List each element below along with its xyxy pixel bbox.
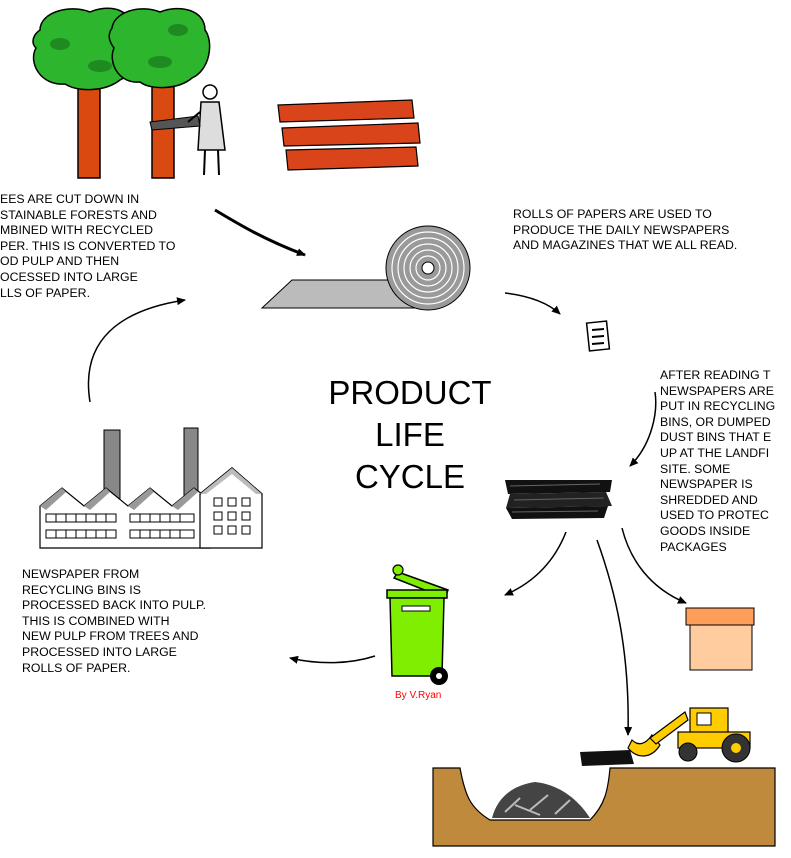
arrow-roll-to-newspaper <box>504 292 561 315</box>
caption-line: AND MAGAZINES THAT WE ALL READ. <box>513 238 738 253</box>
caption-line: NEWSPAPER IS <box>660 477 753 492</box>
caption-line: UP AT THE LANDFI <box>660 445 770 460</box>
caption-line: LLS OF PAPER. <box>0 285 90 300</box>
caption-line: PUT IN RECYCLING <box>660 399 776 414</box>
tree-icon <box>32 7 211 179</box>
caption-line: PROCESSED INTO LARGE <box>22 644 177 659</box>
caption-reading: AFTER READING T NEWSPAPERS ARE PUT IN RE… <box>660 368 775 555</box>
factory-icon <box>39 427 263 549</box>
caption-line: NEWSPAPER FROM <box>22 567 140 581</box>
bulldozer-icon <box>580 707 751 766</box>
caption-line: SITE. SOME <box>660 461 731 476</box>
caption-line: ROLLS OF PAPER. <box>22 660 131 675</box>
shredded-paper-icon <box>505 480 612 519</box>
caption-line: NEWSPAPERS ARE <box>660 383 774 398</box>
arrow-newspaper-to-shredded <box>629 391 657 467</box>
caption-line: SHREDDED AND <box>660 492 758 507</box>
caption-line: AFTER READING T <box>660 368 771 382</box>
title-line: CYCLE <box>354 458 466 495</box>
arrow-trees-to-roll <box>214 208 306 257</box>
author-credit: By V.Ryan <box>395 690 442 701</box>
arrow-shredded-to-landfill <box>596 539 633 736</box>
caption-line: EES ARE CUT DOWN IN <box>0 192 140 206</box>
caption-line: PROCESSED BACK INTO PULP. <box>22 598 207 613</box>
logs-icon <box>277 99 421 171</box>
caption-line: BINS, OR DUMPED <box>660 414 771 429</box>
caption-line: OD PULP AND THEN <box>0 254 120 269</box>
caption-rolls: ROLLS OF PAPERS ARE USED TO PRODUCE THE … <box>513 207 737 254</box>
arrow-shredded-to-box <box>621 527 687 604</box>
recycling-bin-icon <box>386 564 449 685</box>
caption-line: THIS IS COMBINED WITH <box>22 613 170 628</box>
caption-line: STAINABLE FORESTS AND <box>0 207 157 222</box>
arrow-bin-to-recycling <box>289 655 376 664</box>
cardboard-box-icon <box>685 607 755 671</box>
caption-line: PRODUCE THE DAILY NEWSPAPERS <box>513 222 730 237</box>
caption-line: MBINED WITH RECYCLED <box>0 223 154 238</box>
title-line: PRODUCT <box>328 374 492 411</box>
newspaper-icon <box>585 320 611 352</box>
landfill-icon <box>432 767 776 847</box>
caption-line: OCESSED INTO LARGE <box>0 269 138 284</box>
caption-line: RECYCLING BINS IS <box>22 582 141 597</box>
lumberjack-icon <box>149 84 226 176</box>
caption-line: USED TO PROTEC <box>660 508 769 523</box>
title-line: LIFE <box>375 416 445 453</box>
arrow-shredded-to-bin <box>504 531 567 596</box>
paper-roll-icon <box>260 225 471 311</box>
arrow-factory-to-trees <box>87 297 186 403</box>
caption-recycling: NEWSPAPER FROM RECYCLING BINS IS PROCESS… <box>22 567 206 676</box>
diagram-title: PRODUCT LIFE CYCLE <box>300 372 520 498</box>
caption-line: ROLLS OF PAPERS ARE USED TO <box>513 207 712 221</box>
caption-trees: EES ARE CUT DOWN IN STAINABLE FORESTS AN… <box>0 192 175 301</box>
caption-line: GOODS INSIDE <box>660 523 751 538</box>
caption-line: DUST BINS THAT E <box>660 430 772 445</box>
arrows <box>87 208 687 736</box>
caption-line: PACKAGES <box>660 539 727 554</box>
caption-line: PER. THIS IS CONVERTED TO <box>0 238 176 253</box>
caption-line: NEW PULP FROM TREES AND <box>22 629 199 644</box>
